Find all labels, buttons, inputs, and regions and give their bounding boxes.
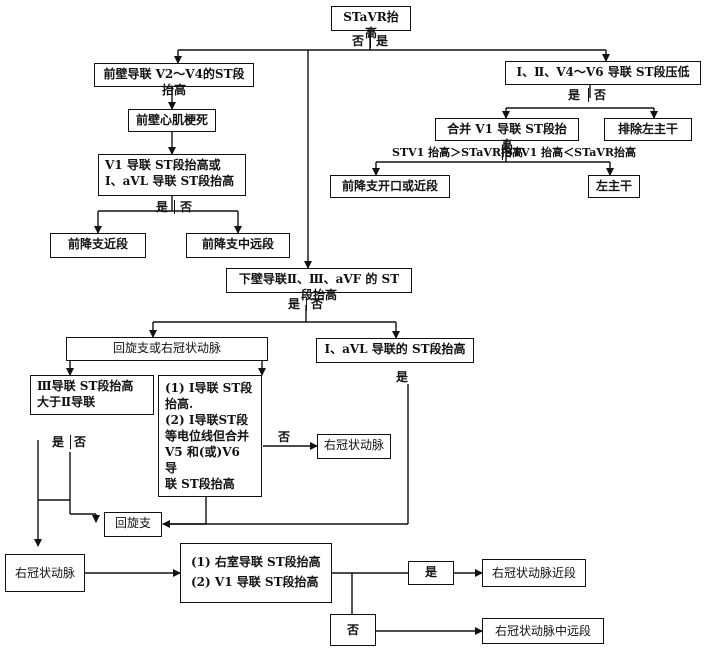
node-v1-or-avl: V1 导联 ST段抬高或 Ⅰ、aVL 导联 ST段抬高 <box>98 154 246 196</box>
split-divider <box>174 200 175 214</box>
node-iii-gt-ii: Ⅲ导联 ST段抬高 大于Ⅱ导联 <box>30 375 154 415</box>
edge-label-no: 否 <box>180 200 193 214</box>
text-line: (1) Ⅰ导联 ST段 <box>165 381 253 395</box>
text-line: Ⅲ导联 ST段抬高 <box>37 379 134 393</box>
split-divider <box>306 297 307 311</box>
edge-label-no: 否 <box>74 435 87 449</box>
edge-label-yes: 是 <box>568 88 581 102</box>
text-line: 联 ST段抬高 <box>165 477 235 491</box>
node-i-avl-elevation: Ⅰ、aVL 导联的 ST段抬高 <box>316 338 474 363</box>
split-divider <box>502 146 503 160</box>
node-lcx-or-rca: 回旋支或右冠状动脉 <box>66 337 268 361</box>
node-rca-proximal: 右冠状动脉近段 <box>482 559 586 587</box>
split-divider <box>370 34 371 48</box>
text-line: (2) V1 导联 ST段抬高 <box>191 575 319 589</box>
root-node: STaVR抬高 <box>331 6 411 40</box>
text-line: (1) 右室导联 ST段抬高 <box>191 555 321 569</box>
edge-label-yes: 是 <box>288 297 301 311</box>
node-inferior: 下壁导联Ⅱ、Ⅲ、aVF 的 ST段抬高 <box>226 268 412 302</box>
split-divider <box>70 435 71 449</box>
node-yes-box: 是 <box>408 561 454 585</box>
node-lad-proximal: 前降支近段 <box>50 233 146 258</box>
edge-label-no: 否 <box>594 88 607 102</box>
node-lad-mid-distal: 前降支中远段 <box>186 233 290 258</box>
split-divider <box>588 88 589 102</box>
edge-label-yes: 是 <box>396 370 409 384</box>
text-line: 抬高. <box>165 397 194 411</box>
node-st-depression: Ⅰ、Ⅱ、V4～V6 导联 ST段压低 <box>505 61 701 85</box>
edge-label-v1-lt: STV1 抬高＜STaVR抬高 <box>505 146 637 159</box>
text-line: Ⅰ、aVL 导联 ST段抬高 <box>105 174 235 188</box>
node-anterior-v2-v4: 前壁导联 V2～V4的ST段抬高 <box>94 63 254 97</box>
node-exclude-lm: 排除左主干 <box>604 118 692 141</box>
node-with-v1: 合并 V1 导联 ST段抬高 <box>435 118 579 152</box>
node-anterior-mi: 前壁心肌梗死 <box>128 109 216 132</box>
node-lad-ostium: 前降支开口或近段 <box>330 175 450 198</box>
edge-label-no: 否 <box>352 34 365 48</box>
text-line: 大于Ⅱ导联 <box>37 395 96 409</box>
node-no-box: 否 <box>330 614 376 646</box>
node-rca: 右冠状动脉 <box>5 554 85 592</box>
node-rv-criteria: (1) 右室导联 ST段抬高 (2) V1 导联 ST段抬高 <box>180 543 332 603</box>
edge-label-yes: 是 <box>376 34 389 48</box>
edge-label-no: 否 <box>311 297 324 311</box>
edge-label-yes: 是 <box>156 200 169 214</box>
edge-label-no: 否 <box>278 430 291 444</box>
node-rca-mid-distal: 右冠状动脉中远段 <box>482 618 604 644</box>
text-line: V1 导联 ST段抬高或 <box>105 158 221 172</box>
text-line: V5 和(或)V6 导 <box>165 445 240 475</box>
node-criteria: (1) Ⅰ导联 ST段 抬高. (2) Ⅰ导联ST段 等电位线但合并 V5 和(… <box>158 375 262 497</box>
edge-label-yes: 是 <box>52 435 65 449</box>
node-left-main: 左主干 <box>588 175 640 198</box>
node-rca-small: 右冠状动脉 <box>317 434 391 459</box>
node-lcx: 回旋支 <box>104 512 162 537</box>
text-line: (2) Ⅰ导联ST段 <box>165 413 249 427</box>
edge-label-v1-gt: STV1 抬高＞STaVR抬高 <box>392 146 524 159</box>
text-line: 等电位线但合并 <box>165 429 250 443</box>
